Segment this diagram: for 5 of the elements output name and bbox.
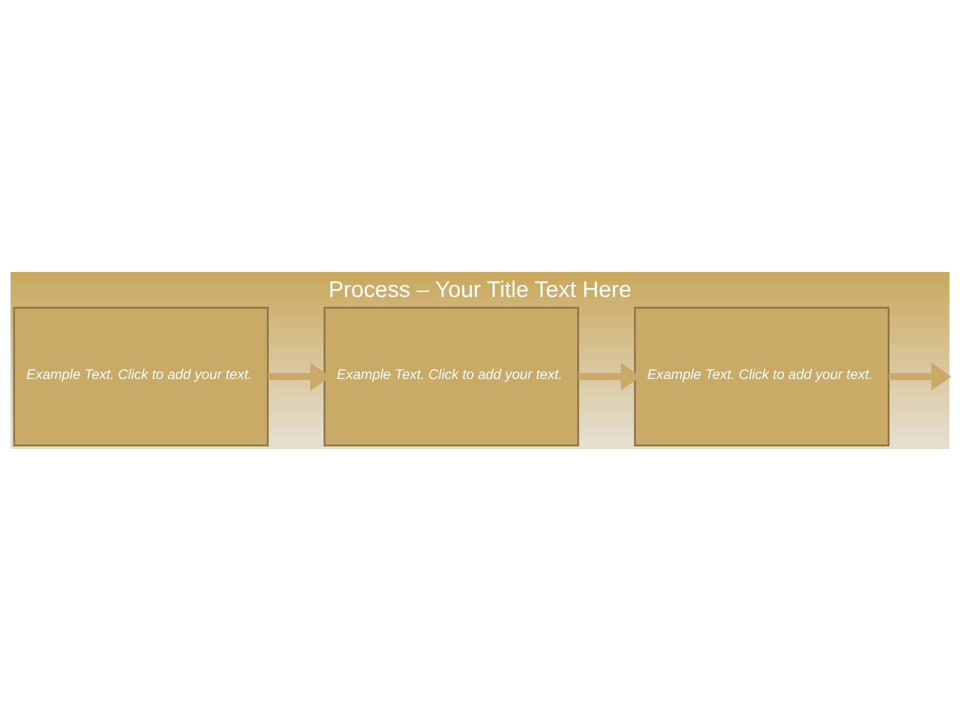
node-box: Example Text. Click to add your text. bbox=[324, 306, 580, 446]
node-box: Example Text. Click to add your text. bbox=[634, 306, 890, 446]
diagram-title: Process – Your Title Text Here bbox=[328, 276, 632, 302]
arrow bbox=[888, 362, 952, 390]
node-box: Example Text. Click to add your text. bbox=[13, 306, 269, 446]
